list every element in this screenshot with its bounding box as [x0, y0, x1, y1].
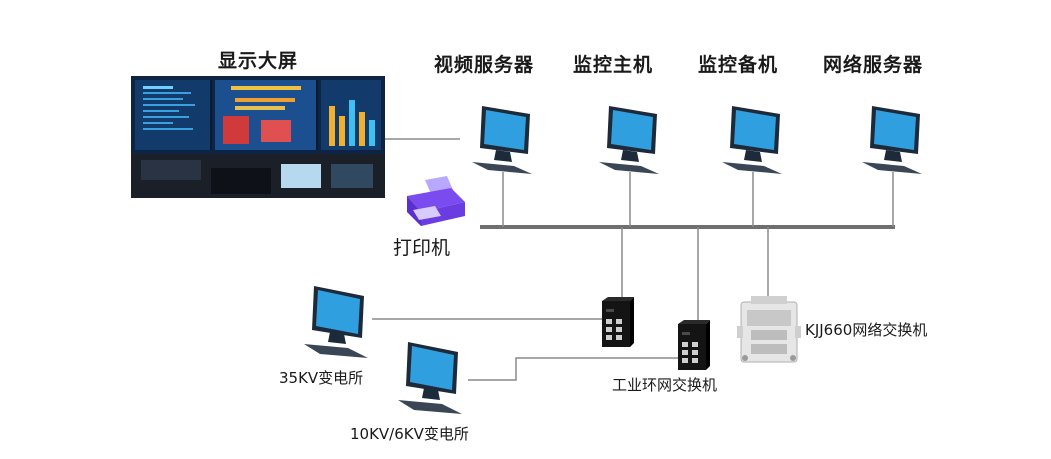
display-wall-image [131, 76, 385, 198]
video-server-label: 视频服务器 [434, 54, 535, 76]
printer-label: 打印机 [393, 237, 451, 259]
ring-switch-label: 工业环网交换机 [612, 376, 718, 394]
monitor-backup-label: 监控备机 [698, 54, 779, 76]
monitor-host-label: 监控主机 [573, 54, 654, 76]
kjj660-switch-label: KJJ660网络交换机 [805, 321, 928, 339]
ring-switch-1-icon [602, 297, 634, 347]
video-server-computer-icon [472, 106, 532, 174]
substation-10kv-computer-icon [398, 342, 462, 414]
network-server-label: 网络服务器 [823, 54, 924, 76]
network-server-computer-icon [862, 106, 922, 174]
display-wall-label: 显示大屏 [218, 50, 299, 72]
sub10-link [468, 357, 678, 381]
ring-switch-2-icon [678, 320, 710, 370]
printer-icon [407, 176, 465, 226]
substation-35kv-computer-icon [304, 286, 368, 358]
substation-10kv-label: 10KV/6KV变电所 [350, 425, 469, 443]
monitor-backup-computer-icon [722, 106, 782, 174]
monitor-host-computer-icon [599, 106, 659, 174]
substation-35kv-label: 35KV变电所 [279, 369, 364, 387]
kjj660-switch-icon [737, 296, 801, 363]
